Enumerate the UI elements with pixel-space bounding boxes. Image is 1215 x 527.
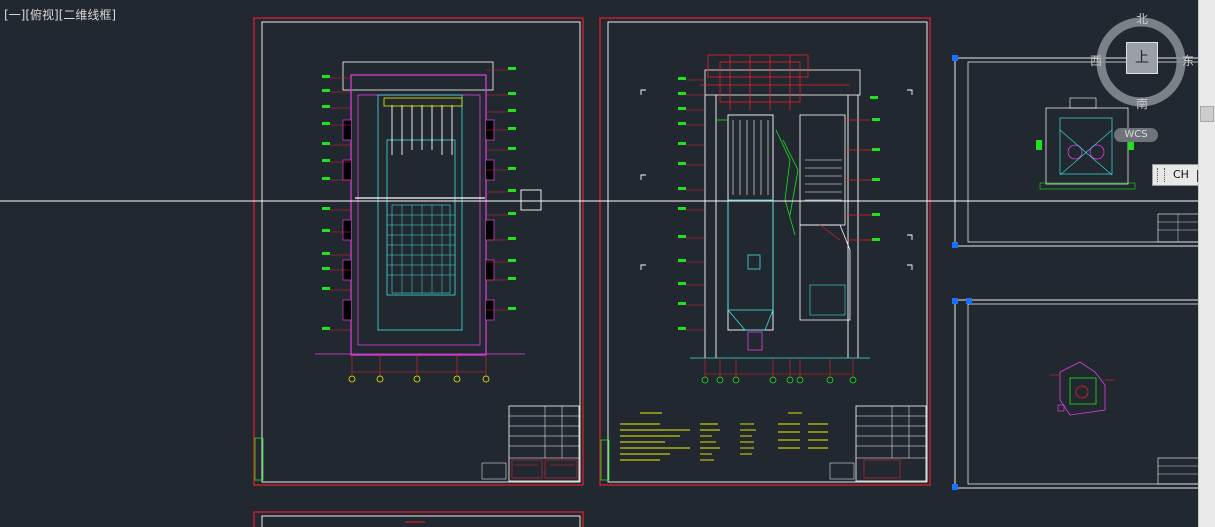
drawing-sheet-3[interactable]: [952, 55, 1215, 248]
grip-handle[interactable]: [952, 484, 958, 490]
grip-handle[interactable]: [952, 242, 958, 248]
level-tags-left-2: [678, 77, 705, 331]
ime-grip-handle[interactable]: [1157, 168, 1165, 182]
viewcube[interactable]: 北 南 西 东 上: [1090, 12, 1194, 116]
viewcube-north[interactable]: 北: [1136, 12, 1149, 26]
drawing-sheet-5[interactable]: [253, 511, 584, 527]
grip-handle[interactable]: [952, 55, 958, 61]
viewcube-east[interactable]: 东: [1182, 54, 1195, 68]
title-block-2: [829, 405, 927, 482]
ucs-menu-button[interactable]: WCS: [1114, 128, 1158, 142]
level-tags-right-1: [486, 67, 516, 311]
ime-language-indicator[interactable]: CH: [1173, 168, 1189, 181]
drawing-sheet-1[interactable]: [253, 17, 584, 486]
viewport-controls-label[interactable]: [一][俯视][二维线框]: [4, 8, 117, 22]
viewcube-compass-ring: [1096, 17, 1186, 107]
drawing-sheet-2[interactable]: [599, 17, 931, 486]
grip-handle[interactable]: [952, 298, 958, 304]
vertical-scrollbar[interactable]: [1198, 0, 1215, 527]
grip-handle[interactable]: [966, 298, 972, 304]
viewcube-top-face[interactable]: 上: [1126, 42, 1158, 74]
drawing-sheet-4[interactable]: [952, 298, 1215, 490]
drawing-notes: [620, 412, 828, 461]
level-tags-right-2: [870, 96, 880, 241]
scrollbar-thumb[interactable]: [1200, 106, 1214, 122]
viewcube-west[interactable]: 西: [1090, 54, 1103, 68]
viewcube-south[interactable]: 南: [1136, 97, 1149, 111]
level-tags-left-1: [322, 75, 351, 331]
crosshair-cursor: [0, 189, 1198, 211]
title-block-1: [481, 405, 580, 482]
